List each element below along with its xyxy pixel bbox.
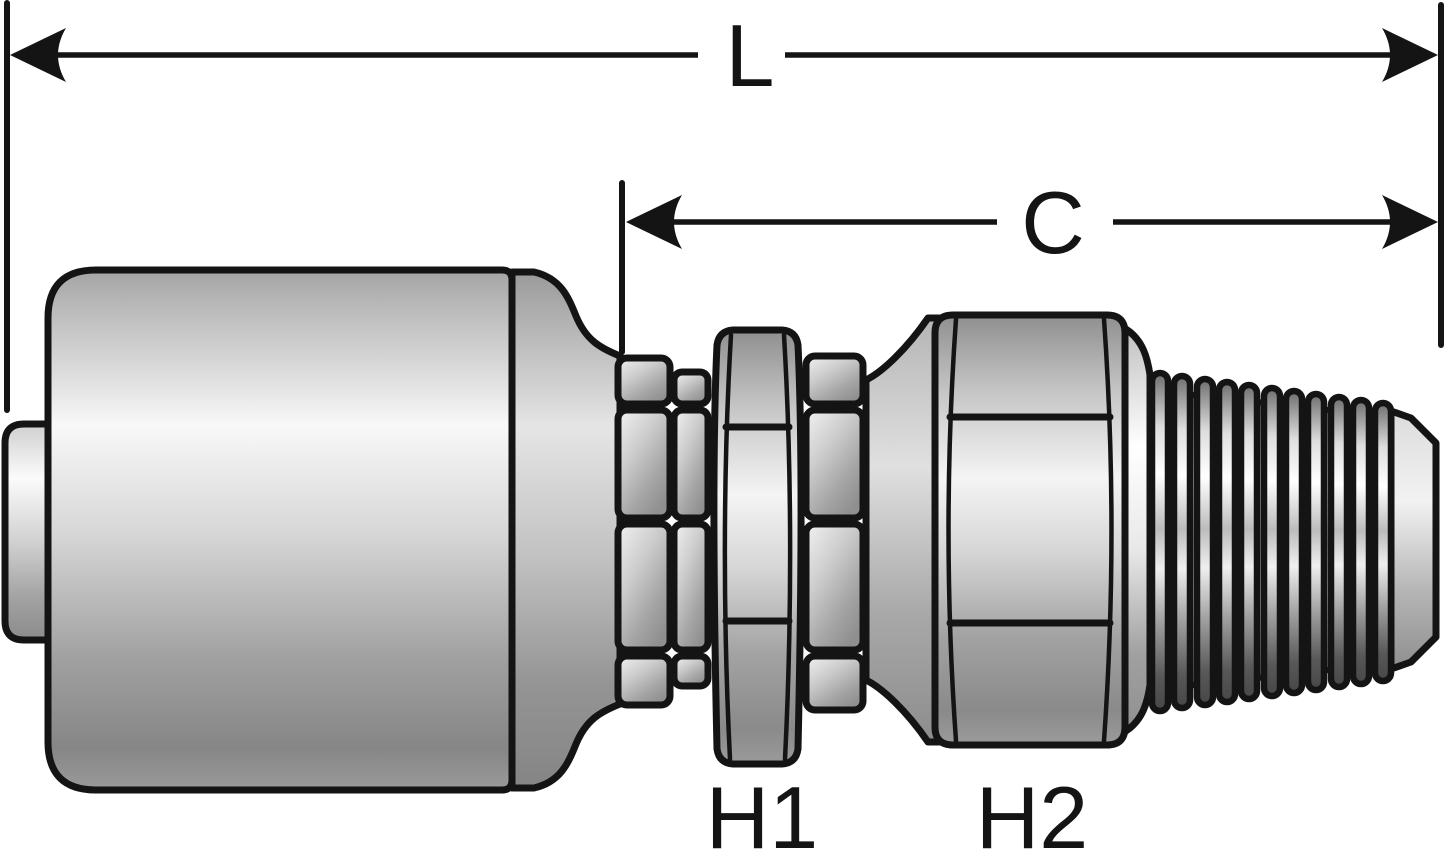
fitting-body bbox=[1, 266, 1440, 794]
hex2-label: H2 bbox=[975, 768, 1089, 857]
arrowhead-left-icon bbox=[626, 195, 682, 249]
arrowhead-left-icon bbox=[10, 28, 66, 82]
arrowhead-right-icon bbox=[1382, 195, 1438, 249]
thread-crests bbox=[1148, 369, 1395, 715]
dimension-L bbox=[4, 0, 1438, 413]
serration-band-3 bbox=[802, 352, 867, 714]
stem-end-cap bbox=[1, 420, 52, 644]
h2-hex-left-chamfer bbox=[946, 316, 959, 744]
pipe-tip bbox=[1387, 407, 1440, 673]
ferrule-taper-cone bbox=[508, 268, 624, 792]
h2-hex-right-chamfer bbox=[1101, 316, 1114, 744]
serration-band-2 bbox=[670, 368, 712, 690]
h1-nut-right-chamfer bbox=[781, 332, 793, 762]
h1-nut-left-chamfer bbox=[722, 332, 734, 762]
crimp-ferrule bbox=[44, 266, 516, 794]
dimension-C bbox=[619, 2, 1444, 355]
h1-swivel-nut bbox=[710, 326, 805, 768]
cutoff-dimension-label: C bbox=[1021, 173, 1085, 272]
serration-band-1 bbox=[614, 354, 674, 709]
arrowhead-right-icon bbox=[1382, 28, 1438, 82]
hex1-label: H1 bbox=[705, 768, 819, 857]
length-dimension-label: L bbox=[725, 6, 775, 105]
h2-hex bbox=[931, 311, 1129, 749]
